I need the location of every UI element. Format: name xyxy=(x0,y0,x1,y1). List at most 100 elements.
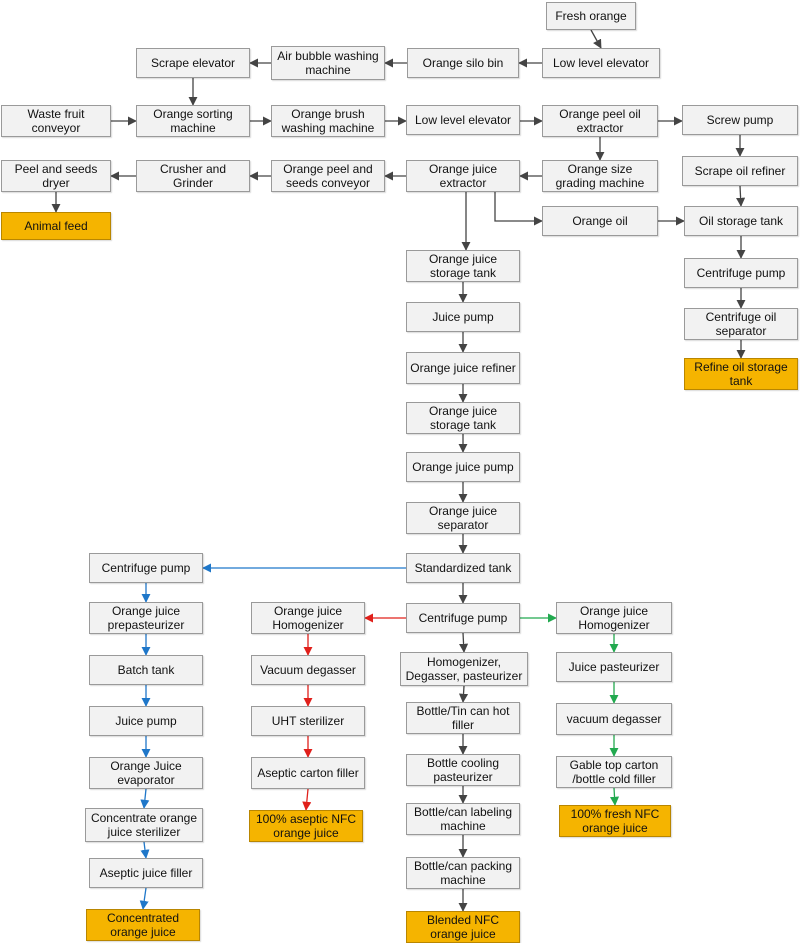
node-label: Orange peel oil extractor xyxy=(559,107,641,135)
arrow-aseptic_juice_filler-to-concentrated_oj xyxy=(139,887,149,910)
node-concentrate-sterilizer: Concentrate orange juice sterilizer xyxy=(85,808,203,842)
node-label: Orange juice extractor xyxy=(428,162,498,190)
node-label: Juice pump xyxy=(432,310,494,324)
node-label: UHT sterilizer xyxy=(271,714,345,728)
node-orange-juice-extractor: Orange juice extractor xyxy=(406,160,520,192)
node-centrifuge-pump-oil: Centrifuge pump xyxy=(684,258,798,288)
node-label: Orange oil xyxy=(572,214,628,228)
node-label: Orange silo bin xyxy=(422,56,504,70)
node-label: Orange size grading machine xyxy=(555,162,645,190)
node-oj-refiner: Orange juice refiner xyxy=(406,352,520,384)
node-peel-seeds-dryer: Peel and seeds dryer xyxy=(1,160,111,192)
node-label: Orange juice Homogenizer xyxy=(578,604,650,632)
node-label: Bottle/can labeling machine xyxy=(413,805,513,833)
node-gable-top-filler: Gable top carton /bottle cold filler xyxy=(556,756,672,788)
node-oj-prepasteurizer: Orange juice prepasteurizer xyxy=(89,602,203,634)
node-oj-pump: Orange juice pump xyxy=(406,452,520,482)
node-aseptic-juice-filler: Aseptic juice filler xyxy=(89,858,203,888)
node-orange-oil: Orange oil xyxy=(542,206,658,236)
node-label: Juice pump xyxy=(115,714,177,728)
arrow-homog_degas_past-to-bottle_tin_hot_filler xyxy=(458,685,469,703)
node-uht-sterilizer: UHT sterilizer xyxy=(251,706,365,736)
node-label: Concentrate orange juice sterilizer xyxy=(90,811,198,839)
node-oj-homogenizer-left: Orange juice Homogenizer xyxy=(251,602,365,634)
node-label: Centrifuge oil separator xyxy=(705,310,777,338)
node-screw-pump: Screw pump xyxy=(682,105,798,135)
node-label: Aseptic juice filler xyxy=(99,866,193,880)
node-label: Scrape oil refiner xyxy=(694,164,786,178)
node-oj-storage-tank-2: Orange juice storage tank xyxy=(406,402,520,434)
node-bottle-packing: Bottle/can packing machine xyxy=(406,857,520,889)
node-centrifuge-oil-separator: Centrifuge oil separator xyxy=(684,308,798,340)
node-homog-degas-past: Homogenizer, Degasser, pasteurizer xyxy=(400,652,528,686)
node-juice-pump-1: Juice pump xyxy=(406,302,520,332)
arrow-scrape_oil_refiner-to-oil_storage_tank xyxy=(736,185,746,207)
node-label: Refine oil storage tank xyxy=(694,360,788,388)
node-low-level-elevator-2: Low level elevator xyxy=(406,105,520,135)
node-centrifuge-pump-left: Centrifuge pump xyxy=(89,553,203,583)
node-label: Blended NFC orange juice xyxy=(426,913,500,941)
node-label: Concentrated orange juice xyxy=(106,911,180,939)
node-oj-homogenizer-right: Orange juice Homogenizer xyxy=(556,602,672,634)
node-scrape-oil-refiner: Scrape oil refiner xyxy=(682,156,798,186)
node-crusher-grinder: Crusher and Grinder xyxy=(136,160,250,192)
node-label: 100% fresh NFC orange juice xyxy=(570,807,660,835)
node-label: Orange juice separator xyxy=(428,504,498,532)
arrow-gable_top_filler-to-fresh_nfc xyxy=(609,787,620,806)
node-label: Animal feed xyxy=(24,219,88,233)
node-fresh-nfc: 100% fresh NFC orange juice xyxy=(559,805,671,837)
node-label: Orange juice prepasteurizer xyxy=(107,604,185,632)
node-label: Orange Juice evaporator xyxy=(110,759,182,787)
node-label: Orange sorting machine xyxy=(153,107,233,135)
node-label: Screw pump xyxy=(706,113,774,127)
node-label: Orange juice storage tank xyxy=(428,404,498,432)
node-refine-oil-storage: Refine oil storage tank xyxy=(684,358,798,390)
node-vacuum-degasser-left: Vacuum degasser xyxy=(251,655,365,685)
node-concentrated-oj: Concentrated orange juice xyxy=(86,909,200,941)
node-label: vacuum degasser xyxy=(566,712,662,726)
node-orange-brush-washing: Orange brush washing machine xyxy=(271,105,385,137)
node-label: Low level elevator xyxy=(414,113,512,127)
node-waste-fruit-conveyor: Waste fruit conveyor xyxy=(1,105,111,137)
node-label: Crusher and Grinder xyxy=(159,162,227,190)
node-label: Juice pasteurizer xyxy=(568,660,660,674)
node-orange-sorting: Orange sorting machine xyxy=(136,105,250,137)
node-label: Batch tank xyxy=(117,663,175,677)
node-blended-nfc: Blended NFC orange juice xyxy=(406,911,520,943)
node-label: Air bubble washing machine xyxy=(277,49,379,77)
node-label: Waste fruit conveyor xyxy=(27,107,85,135)
node-label: Oil storage tank xyxy=(698,214,784,228)
node-animal-feed: Animal feed xyxy=(1,212,111,240)
node-orange-peel-oil-extractor: Orange peel oil extractor xyxy=(542,105,658,137)
node-label: Peel and seeds dryer xyxy=(14,162,98,190)
arrow-fresh_orange-to-low_level_elevator_1 xyxy=(590,29,602,49)
node-scrape-elevator: Scrape elevator xyxy=(136,48,250,78)
arrow-extractor-to-orange-oil xyxy=(494,192,543,226)
node-label: Orange juice pump xyxy=(412,460,514,474)
node-label: Scrape elevator xyxy=(150,56,236,70)
node-aseptic-nfc: 100% aseptic NFC orange juice xyxy=(249,810,363,842)
node-label: Centrifuge pump xyxy=(101,561,191,575)
node-standardized-tank: Standardized tank xyxy=(406,553,520,583)
node-label: Bottle/Tin can hot filler xyxy=(416,704,510,732)
node-orange-size-grading: Orange size grading machine xyxy=(542,160,658,192)
node-label: Standardized tank xyxy=(414,561,512,575)
node-batch-tank: Batch tank xyxy=(89,655,203,685)
node-bottle-tin-hot-filler: Bottle/Tin can hot filler xyxy=(406,702,520,734)
node-bottle-labeling: Bottle/can labeling machine xyxy=(406,803,520,835)
node-centrifuge-pump-center: Centrifuge pump xyxy=(406,603,520,633)
node-oj-evaporator: Orange Juice evaporator xyxy=(89,757,203,789)
node-oj-separator: Orange juice separator xyxy=(406,502,520,534)
node-label: Homogenizer, Degasser, pasteurizer xyxy=(405,655,523,683)
node-label: Aseptic carton filler xyxy=(257,766,359,780)
node-label: Orange juice storage tank xyxy=(428,252,498,280)
node-juice-pump-2: Juice pump xyxy=(89,706,203,736)
node-label: Orange juice Homogenizer xyxy=(272,604,344,632)
node-label: Orange peel and seeds conveyor xyxy=(283,162,373,190)
node-label: Vacuum degasser xyxy=(260,663,356,677)
node-label: Centrifuge pump xyxy=(696,266,786,280)
node-label: Orange brush washing machine xyxy=(281,107,375,135)
node-label: Low level elevator xyxy=(552,56,650,70)
